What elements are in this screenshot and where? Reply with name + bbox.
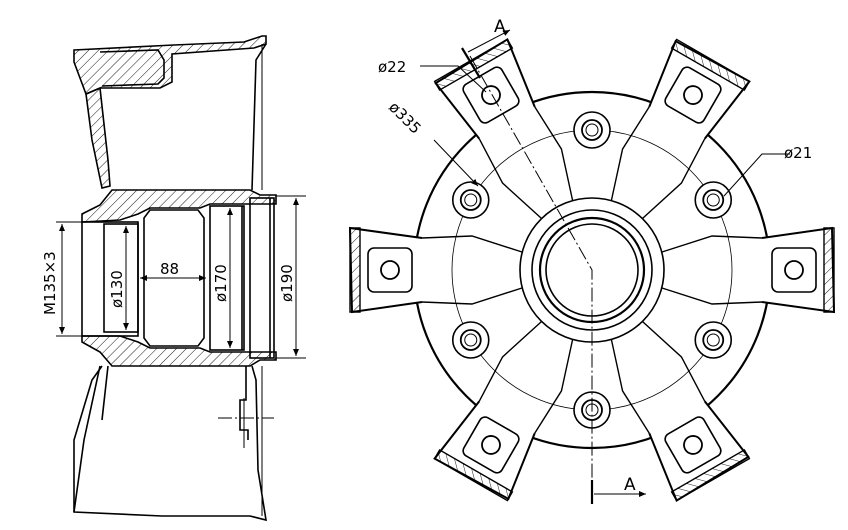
lug-hole xyxy=(683,85,703,105)
lug-hole xyxy=(481,85,501,105)
bolt-hole-inner xyxy=(464,333,478,347)
bolt-boss xyxy=(451,181,490,219)
lug-hole xyxy=(683,435,703,455)
side-view: M135×3 ø130 88 ø170 ø190 xyxy=(41,35,306,522)
bore-190 xyxy=(249,197,275,359)
bore-170 xyxy=(209,205,245,351)
lug-arm xyxy=(661,226,836,314)
lug-arm xyxy=(610,321,751,503)
dim-d170: ø170 xyxy=(212,264,230,302)
bolt-hole xyxy=(459,189,482,211)
top-pocket xyxy=(99,49,165,87)
lug-hole xyxy=(784,260,804,280)
bolt-hole-inner xyxy=(706,333,720,347)
bolt-hole xyxy=(702,189,725,211)
upper-web xyxy=(85,86,111,189)
dim-d335: ø335 xyxy=(385,98,424,137)
lug-arm xyxy=(433,321,574,502)
bolt-hole xyxy=(459,329,482,351)
lower-web xyxy=(73,365,109,513)
hub-ring-2 xyxy=(531,209,653,331)
dim-d21: ø21 xyxy=(784,144,812,162)
bolt-hole xyxy=(702,329,725,351)
hub-upper-section xyxy=(81,189,277,223)
section-label-top: A xyxy=(494,17,506,37)
bolt-boss xyxy=(573,111,611,149)
rim-outline xyxy=(73,43,267,522)
bore-130 xyxy=(103,223,139,333)
lug-hole xyxy=(481,435,501,455)
dim-d22: ø22 xyxy=(378,58,406,76)
lug-arm xyxy=(348,226,523,314)
bolt-hole xyxy=(581,119,603,141)
hub-lower-section xyxy=(81,335,277,367)
lug-arm xyxy=(610,38,751,219)
bolt-hole-inner xyxy=(706,193,720,207)
dim-len88: 88 xyxy=(160,260,179,278)
dim-d130: ø130 xyxy=(108,270,126,308)
front-view: A A ø22 ø335 ø21 xyxy=(348,17,836,504)
bore-relief xyxy=(143,209,205,347)
section-label-bottom: A xyxy=(624,475,636,495)
bolt-boss xyxy=(451,321,490,359)
section-line xyxy=(469,55,593,500)
lug-hole xyxy=(380,260,400,280)
bolt-hole-inner xyxy=(585,123,599,137)
bolt-hole-inner xyxy=(464,193,478,207)
bolt-boss xyxy=(694,321,733,359)
bolt-boss xyxy=(694,181,733,219)
lug-arm xyxy=(433,37,574,219)
dim-d190: ø190 xyxy=(278,264,296,302)
dim-thread: M135×3 xyxy=(41,251,59,315)
